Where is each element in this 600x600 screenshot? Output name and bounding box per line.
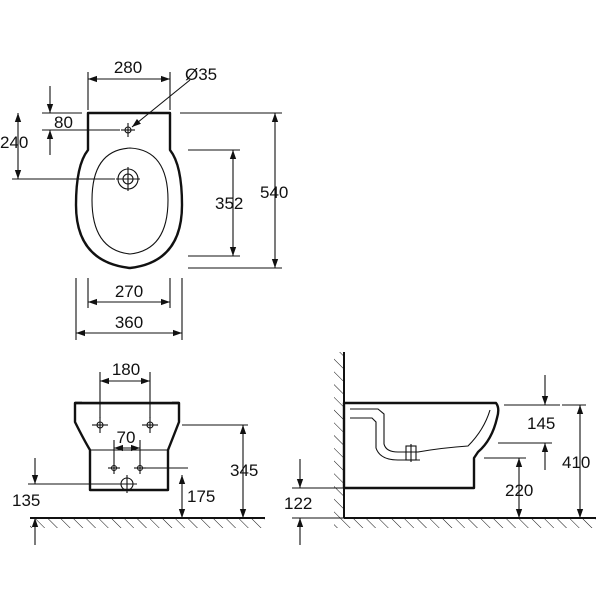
dim-410: 410: [562, 453, 590, 472]
bidet-front-outline: [73, 401, 181, 492]
dim-360: 360: [115, 313, 143, 332]
dim-80: 80: [54, 113, 73, 132]
bidet-top-outline: [74, 111, 184, 270]
dim-280: 280: [114, 58, 142, 77]
bidet-side-outline: [342, 401, 500, 490]
side-view: 145 410 220 122: [284, 352, 596, 545]
dim-540: 540: [260, 183, 288, 202]
dim-270: 270: [115, 282, 143, 301]
dim-180: 180: [112, 360, 140, 379]
dim-122: 122: [284, 494, 312, 513]
bowl-section: [350, 408, 491, 453]
front-view: 180 70 345 175 135: [12, 360, 265, 545]
dim-352: 352: [215, 194, 243, 213]
dim-145: 145: [527, 414, 555, 433]
dim-345: 345: [230, 461, 258, 480]
dim-135: 135: [12, 491, 40, 510]
wall-side: [334, 352, 345, 518]
fixing-holes: [92, 417, 158, 493]
dim-240: 240: [0, 133, 28, 152]
dim-70: 70: [117, 428, 136, 447]
bowl-inner-outline: [91, 147, 169, 255]
dim-175: 175: [187, 487, 215, 506]
dim-hole-diameter: Ø35: [185, 65, 217, 84]
dim-220: 220: [505, 481, 533, 500]
top-view: 280 Ø35 80 240 352 540 270 360: [0, 58, 288, 340]
floor-side: [334, 517, 596, 528]
floor-front: [30, 517, 265, 528]
